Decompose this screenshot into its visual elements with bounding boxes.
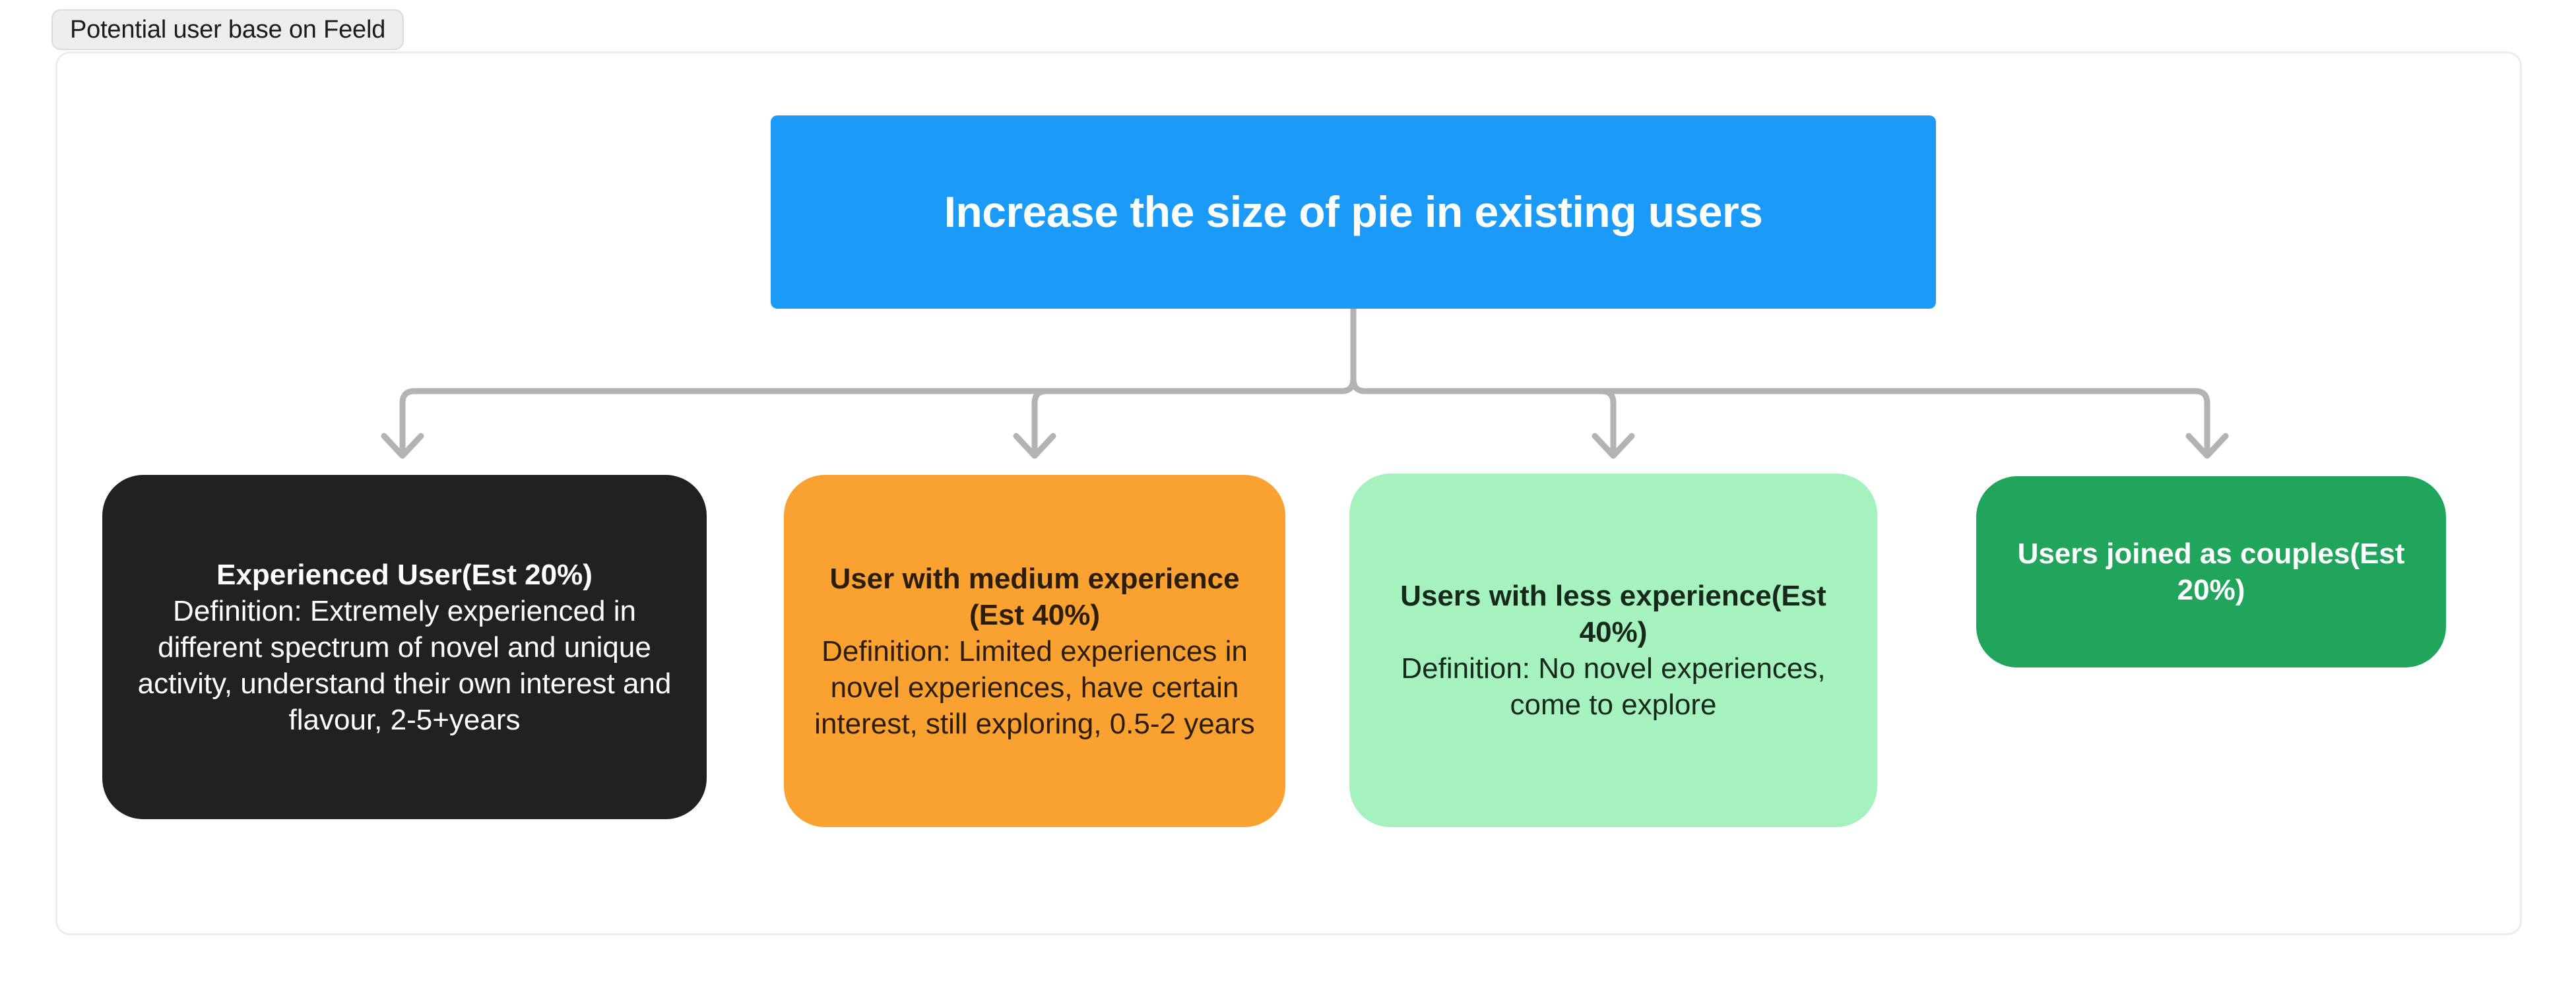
node-less-experience-user-title: Users with less experience(Est 40%) xyxy=(1400,580,1826,648)
node-medium-experience-user-title: User with medium experience (Est 40%) xyxy=(829,562,1240,631)
node-root-title: Increase the size of pie in existing use… xyxy=(944,187,1763,237)
node-experienced-user-body: Definition: Extremely experienced in dif… xyxy=(137,594,672,736)
board-tab-label: Potential user base on Feeld xyxy=(70,15,386,44)
board-tab[interactable]: Potential user base on Feeld xyxy=(51,9,404,50)
node-medium-experience-user[interactable]: User with medium experience (Est 40%) De… xyxy=(784,475,1285,827)
node-less-experience-user[interactable]: Users with less experience(Est 40%) Defi… xyxy=(1349,474,1877,827)
node-experienced-user[interactable]: Experienced User(Est 20%) Definition: Ex… xyxy=(102,475,707,819)
node-root[interactable]: Increase the size of pie in existing use… xyxy=(771,115,1936,309)
node-medium-experience-user-body: Definition: Limited experiences in novel… xyxy=(814,635,1255,740)
node-couples-user-title: Users joined as couples(Est 20%) xyxy=(2017,538,2405,606)
node-experienced-user-title: Experienced User(Est 20%) xyxy=(216,558,593,591)
node-less-experience-user-body: Definition: No novel experiences, come t… xyxy=(1401,652,1826,721)
node-couples-user[interactable]: Users joined as couples(Est 20%) xyxy=(1976,476,2446,667)
